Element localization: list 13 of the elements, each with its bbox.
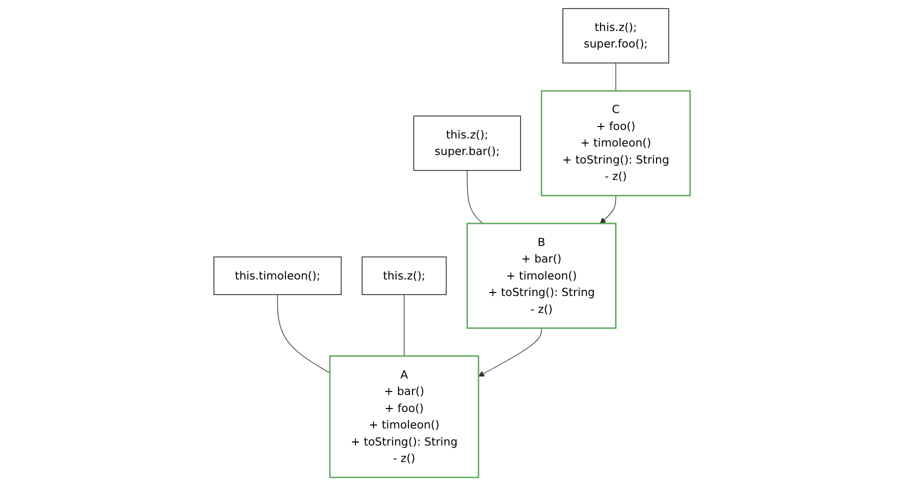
arrow (600, 195, 616, 224)
connector (277, 294, 330, 374)
node-box: C + foo() + timoleon() + toString(): String - z() (540, 90, 691, 196)
arrow (478, 328, 542, 377)
node-box: this.timoleon(); (214, 256, 342, 295)
node-box: A + bar() + foo() + timoleon() + toString(): String - z() (329, 355, 480, 478)
node-box: this.z(); super.bar(); (413, 116, 521, 171)
connector (404, 294, 405, 356)
node-box: this.z(); super.foo(); (562, 8, 670, 64)
node-box: this.z(); (362, 256, 447, 295)
node-box: B + bar() + timoleon() + toString(): String - z() (466, 222, 616, 329)
connector (615, 62, 616, 92)
connector (466, 170, 484, 224)
